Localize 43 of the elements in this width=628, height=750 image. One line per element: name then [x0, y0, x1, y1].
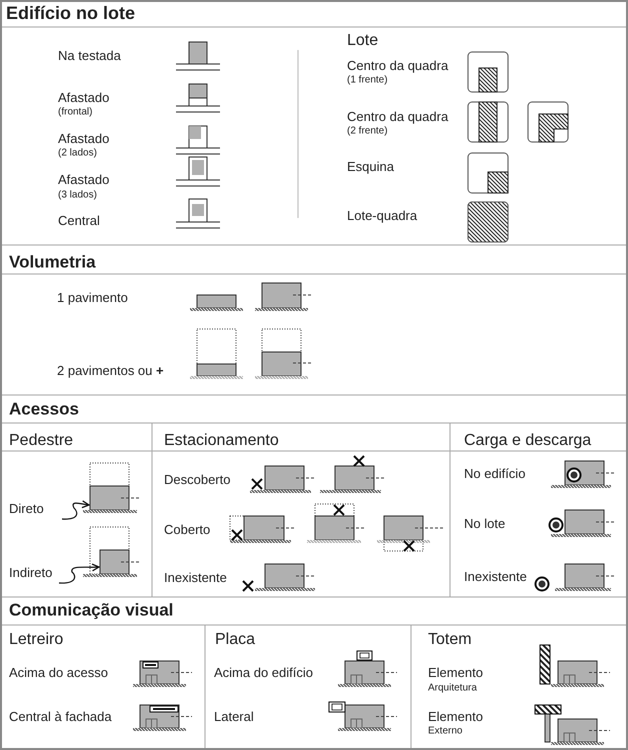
row-label: Afastado [58, 90, 110, 106]
row-label: Acima do edifício [214, 666, 313, 680]
row-label: No edifício [464, 466, 526, 482]
column-heading: Pedestre [9, 432, 74, 450]
row-label: Acima do acesso [9, 666, 108, 680]
column-heading: Carga e descarga [464, 432, 592, 450]
row-label: Afastado [58, 132, 110, 146]
row-label: Lote-quadra [347, 208, 418, 224]
row-label: Central à fachada [9, 710, 112, 724]
row-label: Centro da quadra [347, 110, 448, 124]
row-label: Central [58, 214, 100, 228]
row-label: Elemento [428, 710, 483, 724]
row-label: Elemento [428, 666, 483, 680]
row-label: Descoberto [164, 472, 230, 488]
column-heading: Lote [347, 32, 378, 50]
row-label: Esquina [347, 160, 394, 174]
sub-label: Arquitetura [428, 682, 477, 694]
column-heading: Estacionamento [164, 432, 279, 450]
row-label: Centro da quadra [347, 58, 448, 74]
section-heading: Comunicação visual [9, 602, 174, 620]
row-label: No lote [464, 516, 506, 532]
row-label: Indireto [9, 566, 52, 580]
row-label: Inexistente [464, 570, 527, 584]
row-label: Lateral [214, 710, 254, 724]
sub-label: (2 frente) [347, 126, 388, 136]
row-label: 2 pavimentos ou + [57, 364, 164, 378]
row-label: Inexistente [164, 570, 227, 586]
section-heading: Edifício no lote [6, 4, 135, 24]
column-heading: Letreiro [9, 631, 64, 649]
column-heading: Totem [428, 631, 472, 649]
row-label: Na testada [58, 48, 121, 64]
sub-label: (2 lados) [58, 148, 97, 158]
sub-label: (frontal) [58, 106, 92, 118]
column-heading: Placa [215, 631, 256, 649]
row-label: Direto [9, 502, 44, 516]
section-heading: Volumetria [9, 254, 96, 272]
sub-label: Externo [428, 726, 462, 736]
row-label: Coberto [164, 522, 210, 538]
section-heading: Acessos [9, 400, 79, 420]
sub-label: (3 lados) [58, 190, 97, 200]
sub-label: (1 frente) [347, 74, 388, 86]
row-label: 1 pavimento [57, 290, 128, 306]
row-label: Afastado [58, 172, 110, 188]
